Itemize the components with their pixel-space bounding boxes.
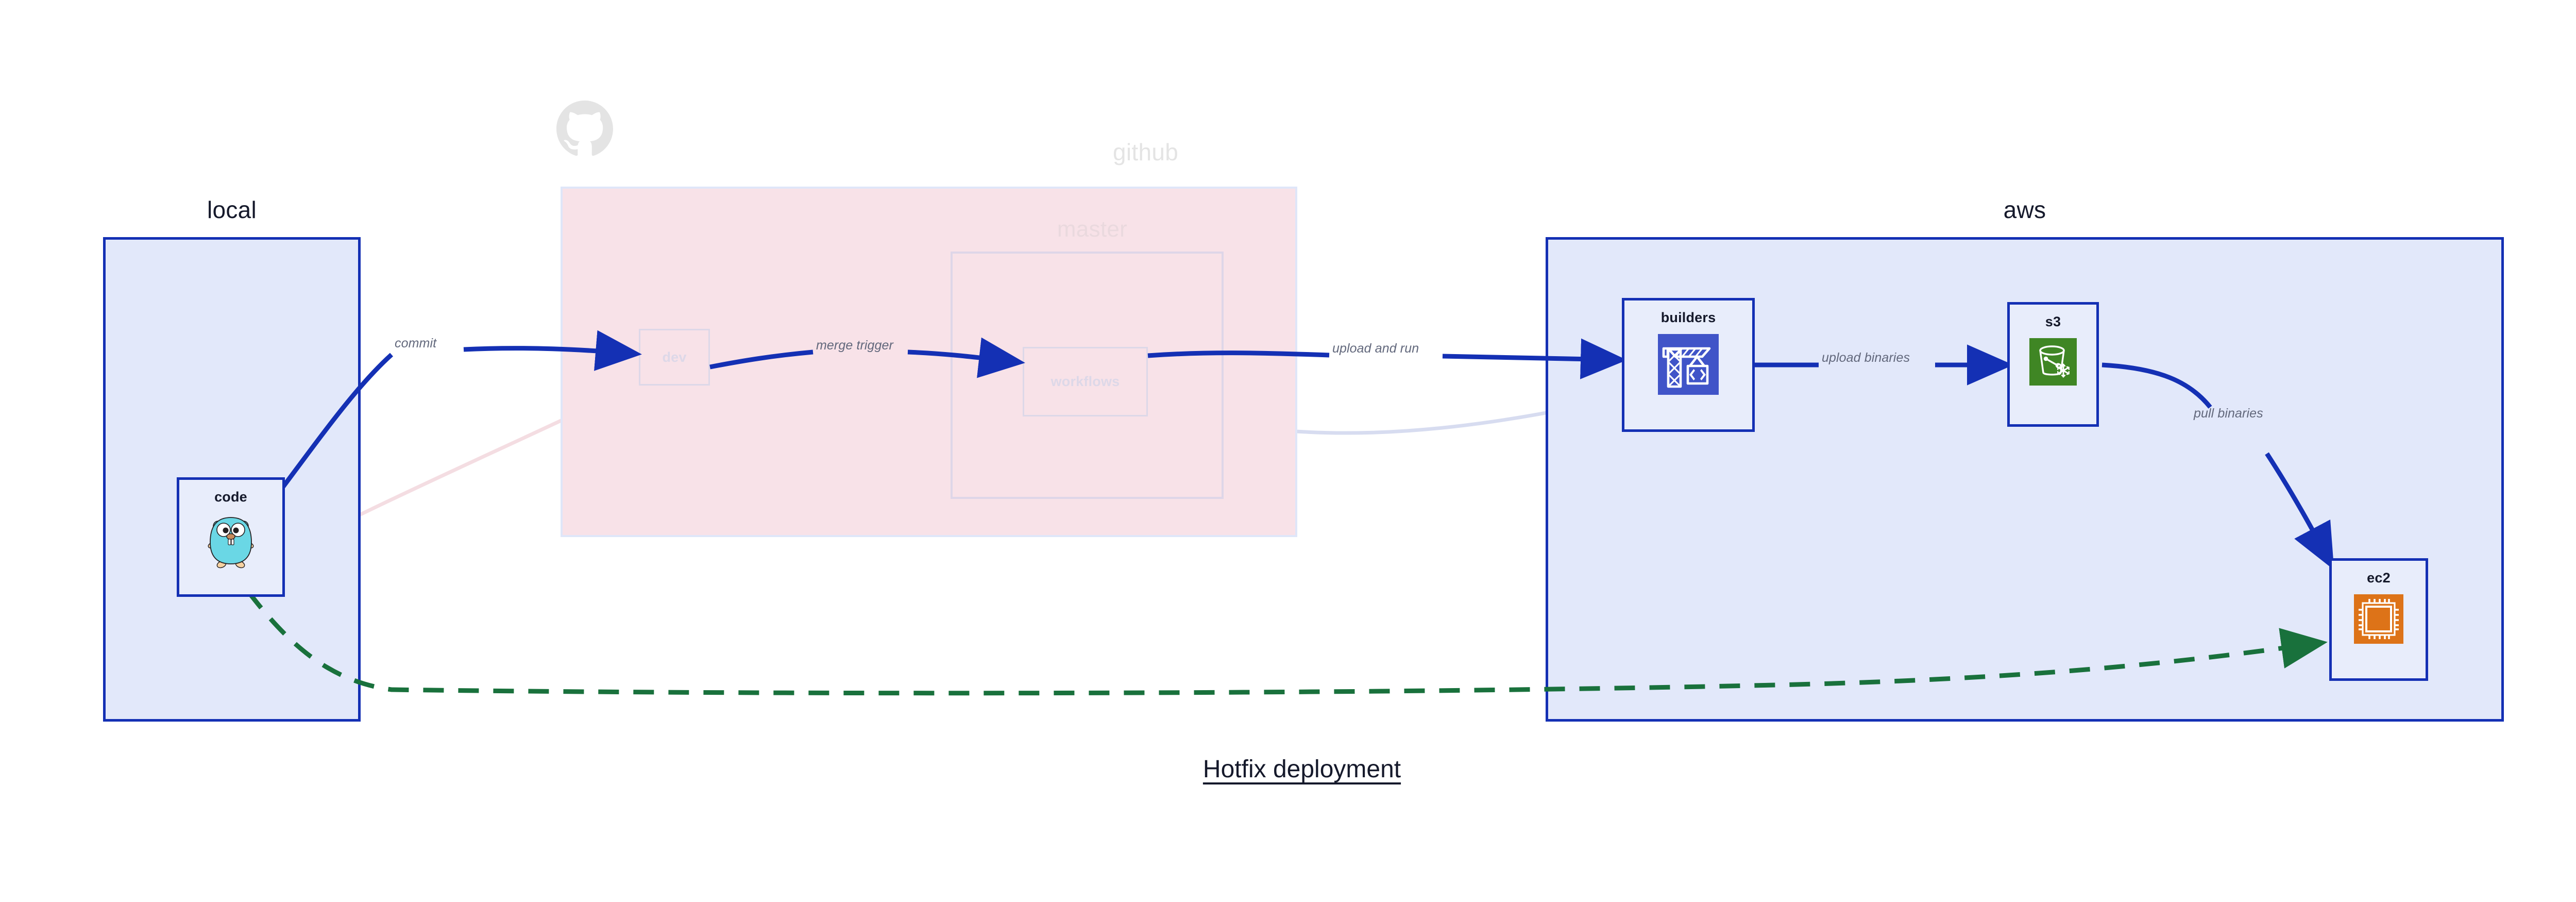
node-workflows[interactable]: workflows <box>1023 347 1148 416</box>
node-code[interactable]: code <box>177 477 285 597</box>
edge-label-pull-binaries: pull binaries <box>2194 406 2263 421</box>
node-ec2-label: ec2 <box>2367 570 2391 586</box>
edge-upload-and-run <box>1147 338 1627 379</box>
github-octocat-logo <box>556 101 613 157</box>
edge-pull-binaries <box>2102 362 2334 570</box>
edge-label-upload-binaries: upload binaries <box>1822 350 1910 365</box>
region-label-github: github <box>1113 139 1179 165</box>
page-title: Hotfix deployment <box>1202 756 1401 783</box>
region-github <box>561 187 1297 537</box>
golang-gopher-icon <box>206 513 256 573</box>
node-s3-label: s3 <box>2045 314 2061 329</box>
region-label-master: master <box>1057 216 1128 242</box>
aws-codebuild-icon <box>1658 334 1719 397</box>
edge-label-merge-trigger: merge trigger <box>816 338 893 353</box>
region-local <box>103 237 361 722</box>
node-workflows-label: workflows <box>1050 374 1120 389</box>
region-master <box>951 252 1224 499</box>
edge-hotfix-direct <box>246 590 2328 696</box>
node-builders-label: builders <box>1660 310 1716 325</box>
node-code-label: code <box>214 489 247 505</box>
edge-label-commit: commit <box>395 336 437 350</box>
node-ec2[interactable]: ec2 <box>2329 558 2428 681</box>
node-dev-label: dev <box>662 349 687 365</box>
edge-commit <box>256 330 642 522</box>
aws-s3-glacier-icon <box>2029 338 2077 388</box>
node-builders[interactable]: builders <box>1622 298 1755 432</box>
aws-ec2-icon <box>2354 594 2403 646</box>
region-label-aws: aws <box>2003 196 2046 223</box>
edge-merge-trigger <box>709 337 1025 378</box>
region-label-local: local <box>207 196 257 223</box>
edge-label-upload-and-run: upload and run <box>1332 341 1419 356</box>
node-s3[interactable]: s3 <box>2007 302 2099 427</box>
